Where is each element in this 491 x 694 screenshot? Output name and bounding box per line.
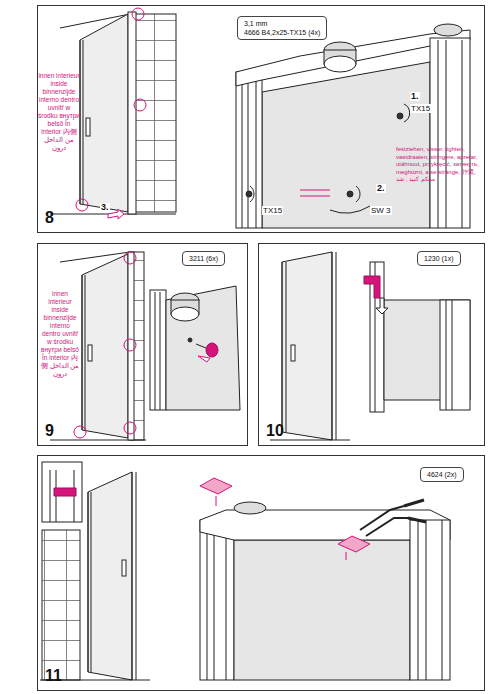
tool-label: TX15 bbox=[262, 206, 283, 215]
part-box: 4624 (2x) bbox=[420, 467, 464, 482]
step-number: 11 bbox=[45, 667, 62, 685]
part-text: 1230 (1x) bbox=[424, 254, 454, 263]
tool-label: SW 3 bbox=[370, 206, 392, 215]
part-text: 4666 B4,2x25-TX15 (4x) bbox=[244, 28, 320, 37]
part-box: 1230 (1x) bbox=[417, 251, 461, 266]
part-text: 3211 (6x) bbox=[189, 254, 218, 263]
callout-number: 1. bbox=[410, 92, 420, 101]
callout-number: 2. bbox=[376, 184, 386, 193]
part-box: 3,1 mm4666 B4,2x25-TX15 (4x) bbox=[237, 16, 327, 40]
tool-label: TX15 bbox=[410, 104, 431, 113]
tighten-note: festziehen, visser, tighten, vastdraaien… bbox=[396, 146, 480, 184]
callout-number: 3. bbox=[100, 203, 110, 212]
step-number: 8 bbox=[45, 209, 54, 227]
inside-label: innen interieur inside binnenzijde inter… bbox=[40, 290, 80, 378]
step-number: 10 bbox=[266, 422, 284, 440]
step-number: 9 bbox=[45, 422, 54, 440]
step-panel: 8 3,1 mm4666 B4,2x25-TX15 (4x) bbox=[37, 5, 485, 233]
part-box: 3211 (6x) bbox=[182, 251, 225, 266]
step-panel: 11 4624 (2x) bbox=[37, 455, 485, 691]
inside-label: innen interieur inside binnenzijde inter… bbox=[38, 72, 80, 152]
part-text: 3,1 mm bbox=[244, 19, 320, 28]
step-panel: 10 1230 (1x) bbox=[258, 243, 485, 446]
part-text: 4624 (2x) bbox=[427, 470, 457, 479]
